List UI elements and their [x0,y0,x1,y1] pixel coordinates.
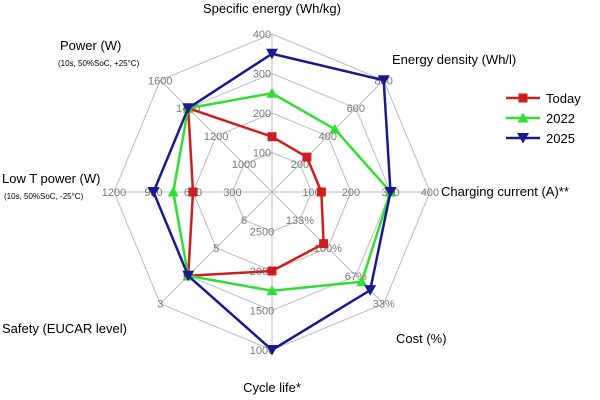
marker-Today-2 [316,187,326,197]
marker-2025-7 [182,103,195,114]
tick-label-7-1: 1200 [204,131,228,143]
tick-label-5-0: 6 [241,215,247,227]
tick-label-3-0: 133% [286,215,314,227]
marker-2022-4 [266,285,278,296]
legend-label-2022: 2022 [546,111,575,126]
tick-label-1-1: 400 [319,131,337,143]
tick-label-7-3: 1600 [148,75,172,87]
tick-label-6-0: 300 [223,187,241,199]
axis-title-3: Cost (%) [396,331,447,346]
tick-label-7-0: 1000 [232,159,256,171]
tick-label-5-3: 3 [157,299,163,311]
axis-spoke-5 [159,191,273,305]
legend-marker-2025 [517,133,529,144]
marker-Today-3 [319,239,329,249]
tick-label-6-3: 1200 [102,187,126,199]
marker-2022-3 [356,276,368,287]
axis-title-2: Charging current (A)** [441,184,569,199]
axis-title-5: Safety (EUCAR level) [2,321,127,336]
tick-label-5-1: 5 [213,243,219,255]
marker-2025-2 [384,187,397,198]
tick-label-4-2: 1500 [250,306,274,318]
tick-label-2-1: 200 [342,187,360,199]
tick-label-4-0: 2500 [250,227,274,239]
axis-title-1: Energy density (Wh/l) [392,52,516,67]
tick-label-1-2: 600 [347,103,365,115]
legend-label-2025: 2025 [546,131,575,146]
legend-marker-Today [518,93,528,103]
marker-2022-1 [329,123,341,134]
marker-2025-3 [364,285,377,296]
axis-sublabel-7: (10s, 50%SoC, +25°C) [58,59,140,68]
tick-label-0-0: 100 [253,148,271,160]
tick-label-2-3: 400 [421,187,439,199]
legend-marker-2022 [517,112,529,123]
axis-sublabel-6: (10s, 50%SoC, -25°C) [4,192,84,201]
axis-title-7: Power (W) [60,38,121,53]
marker-Today-4 [267,266,277,276]
tick-label-0-2: 300 [253,69,271,81]
marker-2022-6 [167,186,179,197]
marker-Today-0 [267,132,277,142]
tick-label-2-0: 100 [302,187,320,199]
tick-label-1-0: 200 [291,159,309,171]
tick-label-0-1: 200 [253,108,271,120]
axis-title-0: Specific energy (Wh/kg) [203,1,341,16]
tick-label-3-3: 33% [373,299,395,311]
marker-Today-1 [302,152,312,162]
axis-spoke-1 [271,79,385,193]
axis-title-6: Low T power (W) [2,171,101,186]
marker-2025-4 [266,345,278,356]
marker-2025-0 [266,48,278,60]
tick-label-0-3: 400 [253,29,271,41]
axis-spoke-7 [159,79,273,193]
marker-Today-6 [188,187,198,197]
marker-2025-1 [377,75,390,86]
marker-2025-6 [147,187,160,198]
marker-2025-5 [182,270,195,282]
legend-label-Today: Today [546,91,581,106]
axis-title-4: Cycle life* [243,380,301,395]
marker-2022-0 [266,87,278,98]
